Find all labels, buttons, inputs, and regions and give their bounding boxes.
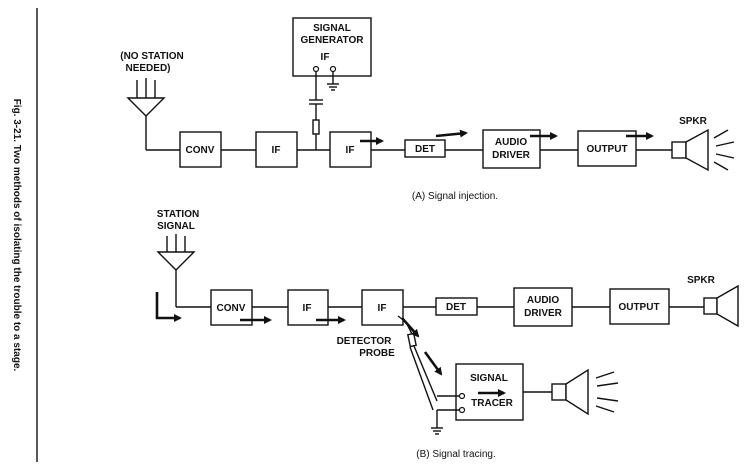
stage-label: DET [446, 302, 466, 313]
output-stage [609, 288, 670, 325]
signal-generator-label: GENERATOR [301, 35, 365, 46]
speaker-label: SPKR [687, 275, 716, 286]
ground-icon [431, 410, 443, 435]
stage-label: DRIVER [524, 308, 563, 319]
if-stage [329, 131, 372, 168]
terminal [458, 406, 466, 414]
stage-label: CONV [186, 145, 215, 156]
stage-label: IF [272, 145, 281, 156]
stage-label: AUDIO [527, 295, 559, 306]
probe-label: DETECTOR [337, 336, 393, 347]
stage-label: CONV [217, 303, 246, 314]
signal-arrow [423, 351, 443, 376]
stage-label: AUDIO [495, 137, 527, 148]
ground-icon [327, 72, 339, 91]
signal-tracer-label: SIGNAL [470, 373, 508, 384]
generator-output-label: IF [321, 52, 330, 63]
panel-caption: (B) Signal tracing. [416, 449, 495, 460]
signal-generator-label: SIGNAL [313, 23, 351, 34]
antenna-label: NEEDED) [125, 63, 170, 74]
probe-label: PROBE [359, 348, 395, 359]
terminal [312, 65, 320, 73]
if-stage [255, 131, 298, 168]
panel-b-signal-tracing: STATION SIGNAL CONV IF IF DET AUDIO DRIV… [155, 209, 739, 460]
antenna-label: (NO STATION [120, 51, 184, 62]
figure-caption: Fig. 3-21. Two methods of isolating the … [11, 99, 22, 372]
speaker-icon [703, 284, 739, 328]
detector-probe [397, 315, 438, 411]
panel-caption: (A) Signal injection. [412, 191, 498, 202]
panel-a-signal-injection: (NO STATION NEEDED) SIGNAL GENERATOR IF … [120, 17, 735, 202]
stage-label: DET [415, 144, 435, 155]
speaker-icon [551, 368, 619, 416]
det-stage [404, 139, 446, 158]
stage-label: IF [303, 303, 312, 314]
terminal [458, 392, 466, 400]
signal-arrow [401, 317, 420, 338]
signal-arrow [155, 292, 182, 322]
audio-driver-stage [513, 287, 573, 327]
stage-label: IF [346, 145, 355, 156]
stage-label: OUTPUT [586, 144, 627, 155]
terminal [329, 65, 337, 73]
antenna-label: STATION [157, 209, 199, 220]
injection-lead [309, 72, 323, 150]
antenna-icon [126, 78, 180, 151]
antenna-label: SIGNAL [157, 221, 195, 232]
speaker-label: SPKR [679, 116, 708, 127]
signal-tracer-label: TRACER [471, 398, 513, 409]
antenna-icon [156, 234, 211, 308]
stage-label: OUTPUT [618, 302, 659, 313]
stage-label: DRIVER [492, 150, 531, 161]
signal-arrow [435, 129, 468, 138]
stage-label: IF [378, 303, 387, 314]
speaker-icon [671, 128, 735, 172]
